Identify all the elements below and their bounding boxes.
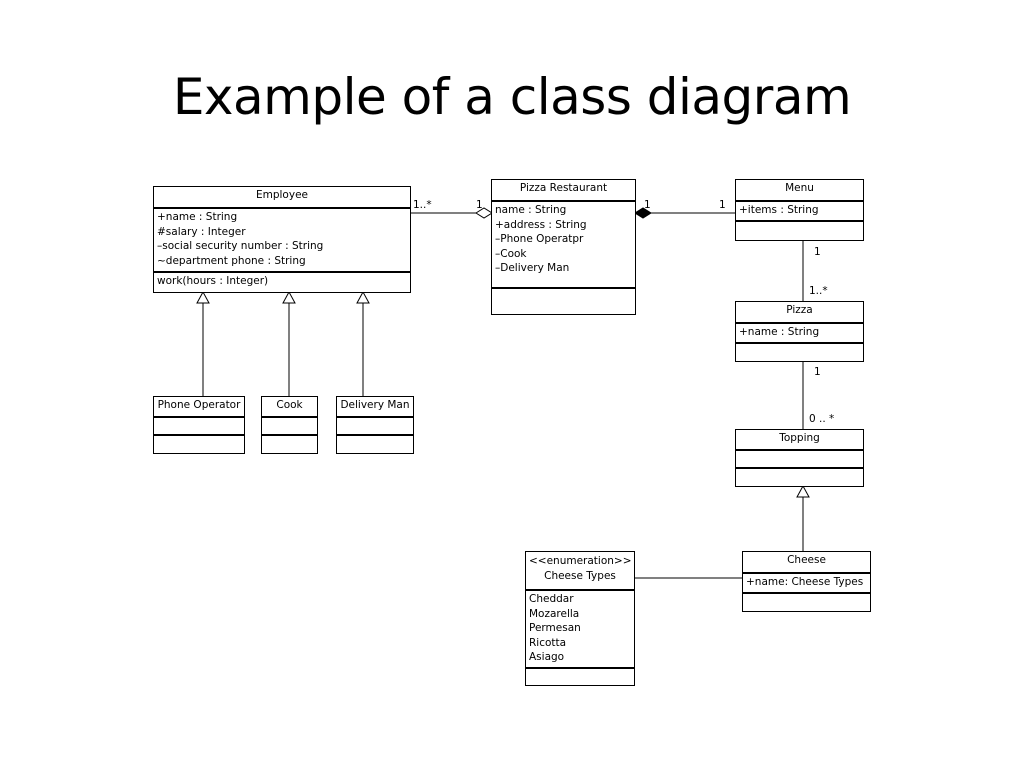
class-operations xyxy=(492,287,635,314)
class-name: Cook xyxy=(276,399,303,411)
class-operations xyxy=(736,342,863,361)
class-operations: work(hours : Integer) xyxy=(154,271,410,292)
enum-literal: Asiago xyxy=(529,651,565,663)
enum-literal: Mozarella xyxy=(529,607,580,620)
enum-literal: Permesan xyxy=(529,622,581,634)
operation: work(hours : Integer) xyxy=(157,275,269,287)
class-name: Employee xyxy=(255,189,308,201)
class-name: Topping xyxy=(779,432,820,444)
enum-literal: Cheddar xyxy=(529,593,574,605)
attribute: +address : String xyxy=(495,218,587,231)
attribute: +name : String xyxy=(739,326,820,338)
attribute: +items : String xyxy=(739,204,819,216)
generalization-triangle-icon xyxy=(356,290,370,304)
class-pizza[interactable]: Pizza +name : String xyxy=(735,301,864,362)
class-operations xyxy=(526,667,634,685)
generalization-triangle-icon xyxy=(796,484,810,498)
class-phone-operator[interactable]: Phone Operator xyxy=(153,396,245,454)
attribute: name : String xyxy=(495,204,567,216)
class-attributes: +items : String xyxy=(736,200,863,220)
multiplicity-label: 1 xyxy=(719,199,726,211)
attribute: –Phone Operatpr xyxy=(495,233,584,245)
class-attributes xyxy=(337,416,413,434)
multiplicity-label: 1..* xyxy=(413,199,432,211)
class-attributes xyxy=(736,449,863,467)
class-attributes xyxy=(262,416,317,434)
class-operations xyxy=(262,434,317,453)
class-name: Menu xyxy=(785,182,814,194)
class-topping[interactable]: Topping xyxy=(735,429,864,487)
class-name: Phone Operator xyxy=(157,399,241,411)
attribute: –social security number : String xyxy=(157,240,324,252)
class-attributes: +name : String xyxy=(736,322,863,342)
class-cheese[interactable]: Cheese +name: Cheese Types xyxy=(742,551,871,612)
attribute: ~department phone : String xyxy=(157,254,306,267)
attribute: +name: Cheese Types xyxy=(746,576,864,588)
multiplicity-label: 1 xyxy=(476,199,483,211)
class-name: Cheese xyxy=(787,554,826,566)
class-operations xyxy=(743,592,870,611)
multiplicity-label: 1 xyxy=(644,199,651,211)
class-name: Delivery Man xyxy=(340,399,410,411)
class-operations xyxy=(337,434,413,453)
multiplicity-label: 0 .. * xyxy=(809,413,835,425)
generalization-triangle-icon xyxy=(196,290,210,304)
enum-header: <<enumeration>> Cheese Types xyxy=(526,552,634,589)
enum-stereotype: <<enumeration>> xyxy=(529,555,632,567)
multiplicity-label: 1 xyxy=(814,246,821,258)
class-name: Cheese Types xyxy=(544,569,616,582)
class-employee[interactable]: Employee +name : String #salary : Intege… xyxy=(153,186,411,293)
class-operations xyxy=(154,434,244,453)
attribute: –Delivery Man xyxy=(495,262,570,274)
multiplicity-label: 1..* xyxy=(809,285,828,297)
class-operations xyxy=(736,220,863,240)
class-attributes: +name : String #salary : Integer –social… xyxy=(154,207,410,271)
class-attributes: +name: Cheese Types xyxy=(743,572,870,592)
attribute: #salary : Integer xyxy=(157,225,246,238)
class-operations xyxy=(736,467,863,486)
class-attributes xyxy=(154,416,244,434)
generalization-triangle-icon xyxy=(282,290,296,304)
class-attributes: name : String +address : String –Phone O… xyxy=(492,200,635,287)
class-cook[interactable]: Cook xyxy=(261,396,318,454)
class-name: Pizza xyxy=(786,304,813,316)
class-menu[interactable]: Menu +items : String xyxy=(735,179,864,241)
class-pizza-restaurant[interactable]: Pizza Restaurant name : String +address … xyxy=(491,179,636,315)
multiplicity-label: 1 xyxy=(814,366,821,378)
class-delivery-man[interactable]: Delivery Man xyxy=(336,396,414,454)
enum-cheese-types[interactable]: <<enumeration>> Cheese Types Cheddar Moz… xyxy=(525,551,635,686)
attribute: –Cook xyxy=(495,247,527,260)
enum-literals: Cheddar Mozarella Permesan Ricotta Asiag… xyxy=(526,589,634,667)
attribute: +name : String xyxy=(157,211,238,223)
class-name: Pizza Restaurant xyxy=(519,182,608,194)
enum-literal: Ricotta xyxy=(529,636,567,649)
page-title: Example of a class diagram xyxy=(172,68,852,126)
